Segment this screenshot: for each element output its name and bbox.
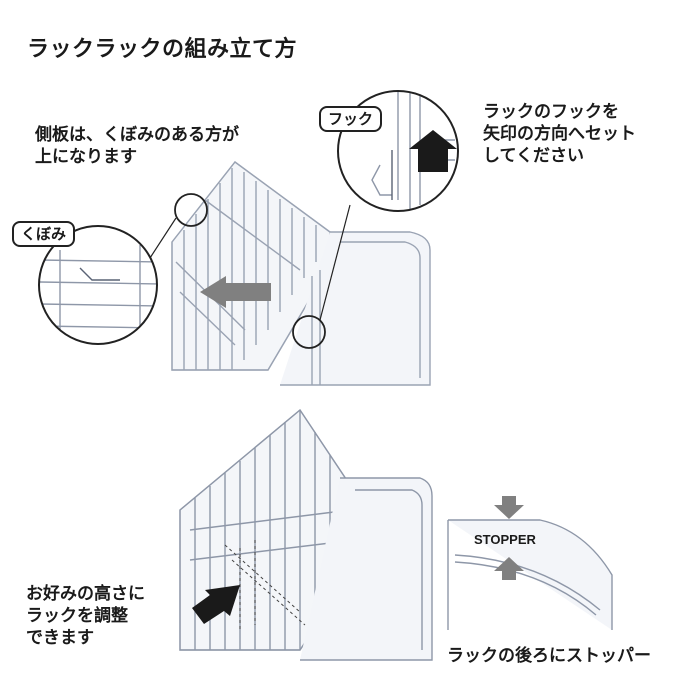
stopper-arrow-down — [494, 496, 524, 519]
side-panel-note: 側板は、くぼみのある方が 上になります — [35, 125, 239, 168]
adjust-height-note: お好みの高さに ラックを調整 できます — [26, 584, 145, 649]
top-tray — [280, 231, 431, 386]
stopper-detail — [447, 496, 613, 630]
hook-direction-note: ラックのフックを 矢印の方向へセット してください — [483, 102, 636, 167]
stopper-arrow-up — [494, 557, 524, 580]
stopper-label: STOPPER — [474, 532, 536, 547]
hook-direction-arrow — [409, 130, 457, 172]
dimple-zoom-circle — [38, 225, 158, 345]
hook-highlight-ring — [292, 315, 326, 349]
page-title: ラックラックの組み立て方 — [27, 37, 298, 62]
dimple-callout-label: くぼみ — [12, 221, 76, 247]
insert-arrow-gray — [200, 276, 271, 308]
stopper-rear-note: ラックの後ろにストッパー — [447, 646, 651, 666]
hook-callout-label: フック — [319, 106, 383, 132]
dimple-highlight-ring — [174, 193, 208, 227]
bottom-tray — [300, 477, 433, 661]
height-adjust-guides — [224, 540, 306, 630]
adjust-height-arrow — [192, 585, 240, 624]
top-side-panel — [171, 161, 331, 371]
